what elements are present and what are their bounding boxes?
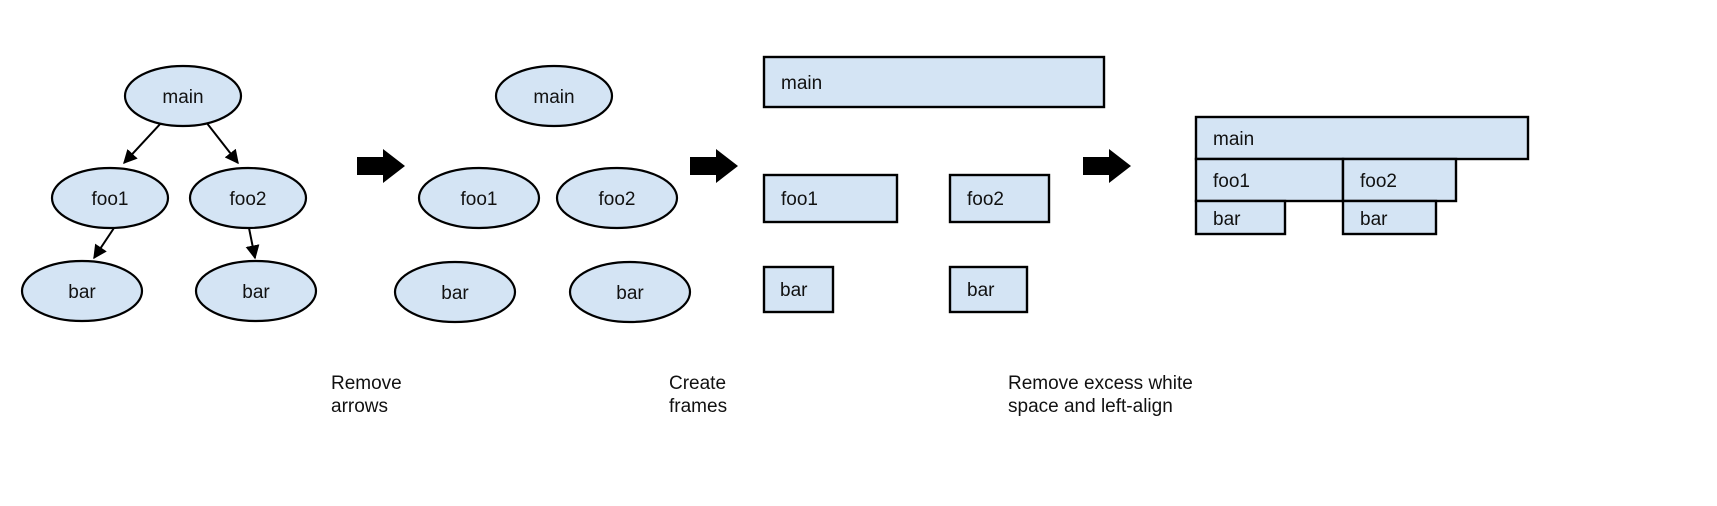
ellipse-shape (417, 166, 541, 230)
edge-main-foo2 (205, 121, 239, 165)
tree-node-foo2[interactable]: foo2 (188, 166, 308, 230)
edge-foo2-bar2 (245, 227, 260, 260)
plain-node-bar-right[interactable]: bar (568, 260, 692, 324)
tree-node-foo1-label: foo1 (92, 189, 129, 210)
flame-foo2[interactable]: foo2 (1341, 157, 1458, 203)
rect-shape (948, 173, 1051, 224)
flame-main[interactable]: main (1194, 115, 1530, 161)
rect-shape (762, 173, 899, 224)
tree-node-foo2-label: foo2 (230, 189, 267, 210)
caption-remove-arrows-line2: arrows (331, 396, 388, 417)
flame-bar-right-label: bar (1360, 209, 1388, 230)
flame-main-label: main (1213, 129, 1254, 150)
frame-bar-left-label: bar (780, 280, 808, 301)
ellipse-shape (123, 64, 243, 128)
tree-node-foo1[interactable]: foo1 (50, 166, 170, 230)
plain-node-bar-left-label: bar (441, 283, 469, 304)
ellipse-shape (188, 166, 308, 230)
frame-bar-right[interactable]: bar (948, 265, 1029, 314)
frame-main[interactable]: main (762, 55, 1106, 109)
tree-node-bar-left[interactable]: bar (20, 259, 144, 323)
frame-foo1-label: foo1 (781, 189, 818, 210)
frame-foo2[interactable]: foo2 (948, 173, 1051, 224)
ellipse-shape (393, 260, 517, 324)
flame-bar-left[interactable]: bar (1194, 199, 1287, 236)
flame-bar-left-label: bar (1213, 209, 1241, 230)
tree-node-bar-right[interactable]: bar (194, 259, 318, 323)
frame-bar-right-label: bar (967, 280, 995, 301)
flame-foo2-label: foo2 (1360, 171, 1397, 192)
plain-node-bar-left[interactable]: bar (393, 260, 517, 324)
right-arrow-icon (690, 149, 738, 183)
ellipse-shape (494, 64, 614, 128)
tree-node-bar-right-label: bar (242, 282, 270, 303)
ellipse-shape (555, 166, 679, 230)
stage-tree-with-arrows: main foo1 foo2 bar bar (20, 64, 318, 323)
stage-frames: main foo1 foo2 bar bar (762, 55, 1106, 314)
edge-foo1-bar1 (93, 227, 115, 260)
tree-node-main[interactable]: main (123, 64, 243, 128)
stage-nodes-only: main foo1 foo2 bar bar (393, 64, 692, 324)
rect-shape (948, 265, 1029, 314)
rect-shape (1194, 199, 1287, 236)
plain-node-bar-right-label: bar (616, 283, 644, 304)
caption-create-frames-line2: frames (669, 396, 727, 417)
tree-node-main-label: main (162, 87, 203, 108)
ellipse-shape (194, 259, 318, 323)
plain-node-foo1[interactable]: foo1 (417, 166, 541, 230)
frame-foo1[interactable]: foo1 (762, 173, 899, 224)
step-arrow-1 (357, 149, 405, 183)
plain-node-foo2-label: foo2 (599, 189, 636, 210)
tree-edges (93, 121, 260, 260)
caption-remove-whitespace-line1: Remove excess white (1008, 373, 1193, 394)
ellipse-shape (50, 166, 170, 230)
caption-create-frames: Create frames (669, 373, 727, 417)
step-arrow-2 (690, 149, 738, 183)
rect-shape (762, 55, 1106, 109)
caption-remove-arrows: Remove arrows (331, 373, 402, 417)
tree-node-bar-left-label: bar (68, 282, 96, 303)
rect-shape (762, 265, 835, 314)
plain-node-foo1-label: foo1 (461, 189, 498, 210)
rect-shape (1341, 157, 1458, 203)
step-arrow-3 (1083, 149, 1131, 183)
frame-foo2-label: foo2 (967, 189, 1004, 210)
ellipse-shape (20, 259, 144, 323)
frame-main-label: main (781, 73, 822, 94)
right-arrow-icon (1083, 149, 1131, 183)
caption-create-frames-line1: Create (669, 373, 726, 394)
edge-main-foo1 (123, 121, 163, 165)
caption-remove-whitespace: Remove excess white space and left-align (1008, 373, 1193, 417)
right-arrow-icon (357, 149, 405, 183)
stage-packed-flame: main foo1 foo2 bar bar (1194, 115, 1530, 236)
plain-node-main[interactable]: main (494, 64, 614, 128)
flame-bar-right[interactable]: bar (1341, 199, 1438, 236)
frame-bar-left[interactable]: bar (762, 265, 835, 314)
caption-remove-whitespace-line2: space and left-align (1008, 396, 1173, 417)
plain-node-main-label: main (533, 87, 574, 108)
plain-node-foo2[interactable]: foo2 (555, 166, 679, 230)
caption-remove-arrows-line1: Remove (331, 373, 402, 394)
flame-foo1-label: foo1 (1213, 171, 1250, 192)
flame-foo1[interactable]: foo1 (1194, 157, 1345, 203)
ellipse-shape (568, 260, 692, 324)
rect-shape (1341, 199, 1438, 236)
